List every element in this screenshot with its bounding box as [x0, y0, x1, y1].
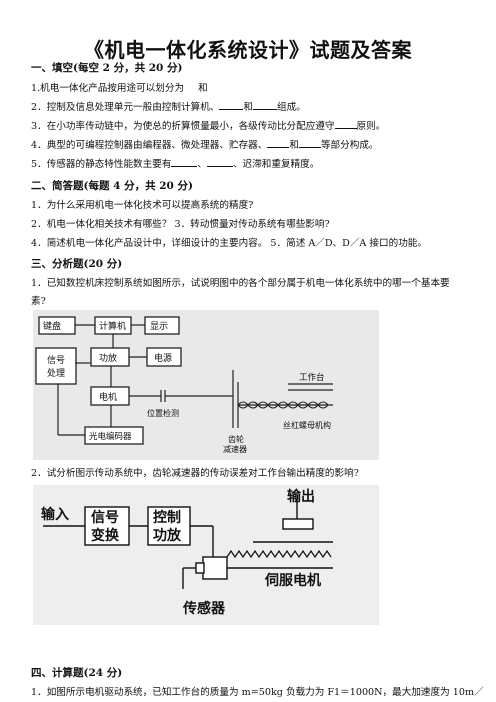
label-computer: 计算机 — [99, 320, 126, 332]
answer-blank — [267, 138, 290, 148]
fill-question-5: 5．传感器的静态特性能数主要有 、 、迟滞和重复精度。 — [31, 156, 319, 170]
fill-q4-text-a: 4．典型的可编程控制器由编程器、微处理器、贮存器、 — [31, 140, 268, 151]
analysis-question-1-line1: 1．已知数控机床控制系统如图所示，试说明图中的各个部分属于机电一体化系统中的哪一… — [31, 278, 450, 289]
label-signal-1: 信号 — [91, 509, 119, 526]
label-signal-2: 处理 — [47, 367, 65, 379]
fill-q2-text-b: 和 — [243, 102, 253, 113]
label-reducer-2: 减速器 — [223, 444, 247, 454]
signal-processing-block — [35, 347, 77, 385]
label-table: 工作台 — [299, 372, 325, 383]
label-sensor: 传感器 — [182, 600, 226, 617]
cnc-control-diagram: 键盘 计算机 显示 信号 处理 功放 电源 电机 位置检测 光电编码器 齿轮 减… — [33, 310, 379, 460]
fill-q5-text-c: 、迟滞和重复精度。 — [233, 159, 320, 170]
label-signal-2: 变换 — [91, 527, 120, 544]
label-sensor: 位置检测 — [147, 408, 179, 418]
label-keyboard: 键盘 — [43, 320, 61, 332]
answer-blank — [207, 157, 234, 167]
page-title: 《机电一体化系统设计》试题及答案 — [84, 38, 412, 62]
fill-q1-tail: 和 — [198, 83, 208, 94]
short-question-2-3: 2．机电一体化相关技术有哪些？ 3．转动惯量对传动系统有哪些影响? — [31, 219, 330, 230]
label-power: 电源 — [154, 352, 172, 364]
answer-blank — [184, 82, 198, 91]
fill-q5-text-b: 、 — [197, 159, 208, 170]
label-control-2: 功放 — [153, 527, 182, 544]
fill-q1-text: 1.机电一体化产品按用途可以划分为 — [31, 83, 185, 94]
fill-question-4: 4．典型的可编程控制器由编程器、微处理器、贮存器、 和 等部分构成。 — [31, 137, 379, 151]
fill-q3-text-a: 3．在小功率传动链中，为使总的折算惯量最小，各级传动比分配应遵守 — [31, 121, 335, 132]
answer-blank — [252, 100, 277, 110]
answer-blank — [171, 157, 198, 167]
control-amp-block — [147, 506, 191, 546]
section-short-heading: 二、简答题(每题 4 分，共 20 分) — [31, 180, 193, 192]
analysis-question-1-line2: 素? — [31, 296, 46, 307]
label-reducer-1: 齿轮 — [228, 434, 244, 444]
label-output: 输出 — [287, 488, 315, 505]
section-analysis-heading: 三、分析题(20 分) — [31, 258, 123, 270]
fill-question-1: 1.机电一体化产品按用途可以划分为 和 — [31, 80, 208, 94]
servo-transmission-diagram: 输入 信号 变换 控制 功放 输出 伺服电机 传感器 — [33, 485, 379, 625]
analysis-question-2: 2．试分析图示传动系统中，齿轮减速器的传动误差对工作台输出精度的影响? — [31, 468, 359, 479]
short-question-1: 1．为什么采用机电一体化技术可以提高系统的精度? — [31, 200, 254, 211]
fill-q5-text-a: 5．传感器的静态特性能数主要有 — [31, 159, 172, 170]
label-screw: 丝杠螺母机构 — [283, 420, 331, 430]
answer-blank — [334, 119, 357, 129]
label-display: 显示 — [150, 321, 168, 332]
calc-question-1: 1．如图所示电机驱动系统，已知工作台的质量为 m=50kg 负载力为 F1＝10… — [31, 687, 484, 698]
short-question-4-5: 4．简述机电一体化产品设计中，详细设计的主要内容。 5．简述 A／D、D／A 接… — [31, 238, 427, 249]
fill-question-2: 2．控制及信息处理单元一般由控制计算机、 和 组成。 — [31, 99, 306, 113]
fill-q4-text-c: 等部分构成。 — [320, 140, 379, 151]
label-servo-motor: 伺服电机 — [264, 572, 321, 589]
label-motor: 电机 — [99, 391, 117, 403]
signal-transform-block — [84, 506, 130, 546]
label-input: 输入 — [41, 506, 69, 523]
label-control-1: 控制 — [153, 509, 181, 526]
fill-q2-text-a: 2．控制及信息处理单元一般由控制计算机、 — [31, 102, 220, 113]
section-calc-heading: 四、计算题(24 分) — [31, 667, 123, 679]
answer-blank — [298, 138, 321, 148]
fill-question-3: 3．在小功率传动链中，为使总的折算惯量最小，各级传动比分配应遵守 原则。 — [31, 118, 385, 132]
fill-q3-text-b: 原则。 — [356, 121, 386, 132]
label-encoder: 光电编码器 — [89, 431, 132, 442]
label-amp: 功放 — [99, 352, 117, 364]
label-signal-1: 信号 — [47, 354, 65, 366]
answer-blank — [219, 100, 244, 110]
servo-motor-body — [202, 556, 228, 580]
output-slider — [282, 518, 314, 530]
fill-q2-text-c: 组成。 — [276, 102, 306, 113]
fill-q4-text-b: 和 — [289, 140, 299, 151]
section-fill-heading: 一、填空(每空 2 分，共 20 分) — [31, 62, 183, 74]
